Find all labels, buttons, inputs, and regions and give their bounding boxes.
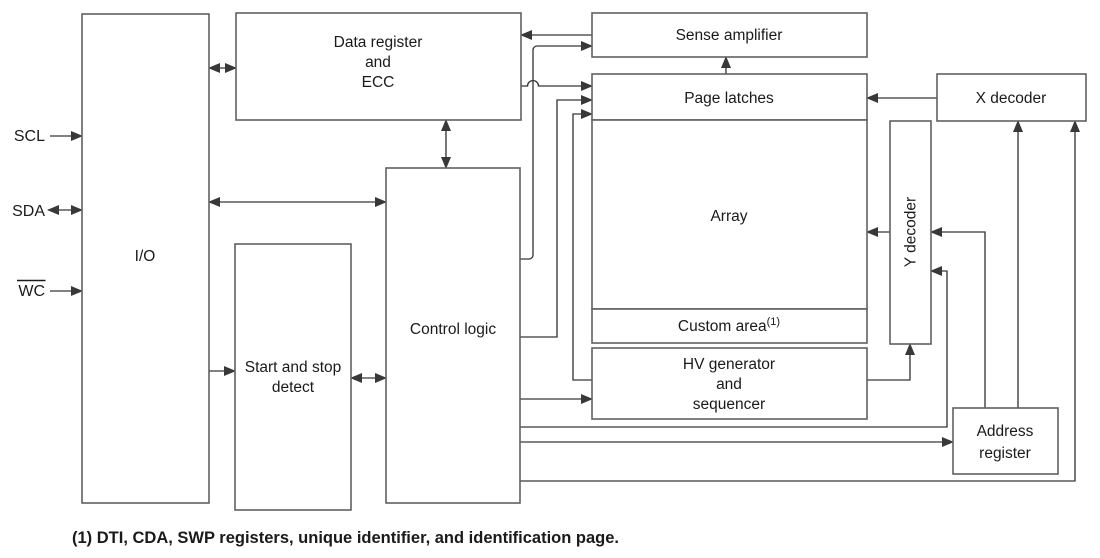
hv-generator-label-line3: sequencer xyxy=(693,396,765,413)
io-block: I/O xyxy=(81,13,210,504)
data-register-label-line1: Data register xyxy=(334,34,423,51)
data-register-label-line3: ECC xyxy=(362,74,395,91)
sense-amplifier-block-rect xyxy=(591,12,868,58)
start-stop-detect-block: Start and stop detect xyxy=(234,243,352,511)
address-register-block-rect xyxy=(952,407,1059,475)
custom-area-label: Custom area(1) xyxy=(678,316,780,335)
arrow-control-logic-to-sense-amp xyxy=(520,41,593,260)
address-register-block: Address register xyxy=(952,407,1059,475)
page-latches-block-rect xyxy=(591,73,868,121)
control-logic-block-rect xyxy=(385,167,521,504)
arrow-hv-generator-to-y-decoder xyxy=(867,343,915,381)
wc-signal-label: WC xyxy=(18,283,45,300)
arrow-data-register-to-page-latches xyxy=(521,79,593,91)
sense-amplifier-label: Sense amplifier xyxy=(676,27,783,44)
arrow-hv-generator-to-page-latches xyxy=(572,109,593,381)
arrow-control-logic-to-x-decoder xyxy=(520,120,1080,482)
arrow-control-logic-to-y-decoder xyxy=(520,266,948,428)
arrow-address-register-to-y-decoder xyxy=(930,227,986,408)
start-stop-detect-label-line2: detect xyxy=(272,379,315,396)
footnote-text: (1) DTI, CDA, SWP registers, unique iden… xyxy=(72,529,619,547)
control-logic-label: Control logic xyxy=(410,321,496,338)
data-register-block-rect xyxy=(235,12,522,121)
x-decoder-block-rect xyxy=(936,73,1087,122)
start-stop-detect-block-rect xyxy=(234,243,352,511)
array-block: Array xyxy=(591,119,868,310)
y-decoder-block-rect xyxy=(889,120,932,345)
x-decoder-block: X decoder xyxy=(936,73,1087,122)
page-latches-label: Page latches xyxy=(684,90,774,107)
x-decoder-label: X decoder xyxy=(976,90,1047,107)
hv-generator-label-line1: HV generator xyxy=(683,356,775,373)
hv-generator-label-line2: and xyxy=(716,376,742,393)
custom-area-block: Custom area(1) xyxy=(591,308,868,344)
address-register-label-line1: Address xyxy=(977,423,1034,440)
hv-generator-block: HV generator and sequencer xyxy=(591,347,868,420)
arrow-control-logic-to-page-latches xyxy=(520,95,593,338)
array-block-rect xyxy=(591,119,868,310)
start-stop-detect-label-line1: Start and stop xyxy=(245,359,342,376)
scl-signal-label: SCL xyxy=(14,128,45,145)
address-register-label-line2: register xyxy=(979,445,1031,462)
array-label: Array xyxy=(710,208,747,225)
data-register-label-line2: and xyxy=(365,54,391,71)
custom-area-block-rect xyxy=(591,308,868,344)
page-latches-block: Page latches xyxy=(591,73,868,121)
sda-signal-label: SDA xyxy=(12,203,45,220)
custom-area-footnote-ref: (1) xyxy=(767,316,780,328)
sense-amplifier-block: Sense amplifier xyxy=(591,12,868,58)
io-block-label: I/O xyxy=(135,248,156,265)
hv-generator-block-rect xyxy=(591,347,868,420)
io-block-rect xyxy=(81,13,210,504)
control-logic-block: Control logic xyxy=(385,167,521,504)
data-register-block: Data register and ECC xyxy=(235,12,522,121)
y-decoder-label: Y decoder xyxy=(903,197,920,267)
y-decoder-block: Y decoder xyxy=(889,120,932,345)
